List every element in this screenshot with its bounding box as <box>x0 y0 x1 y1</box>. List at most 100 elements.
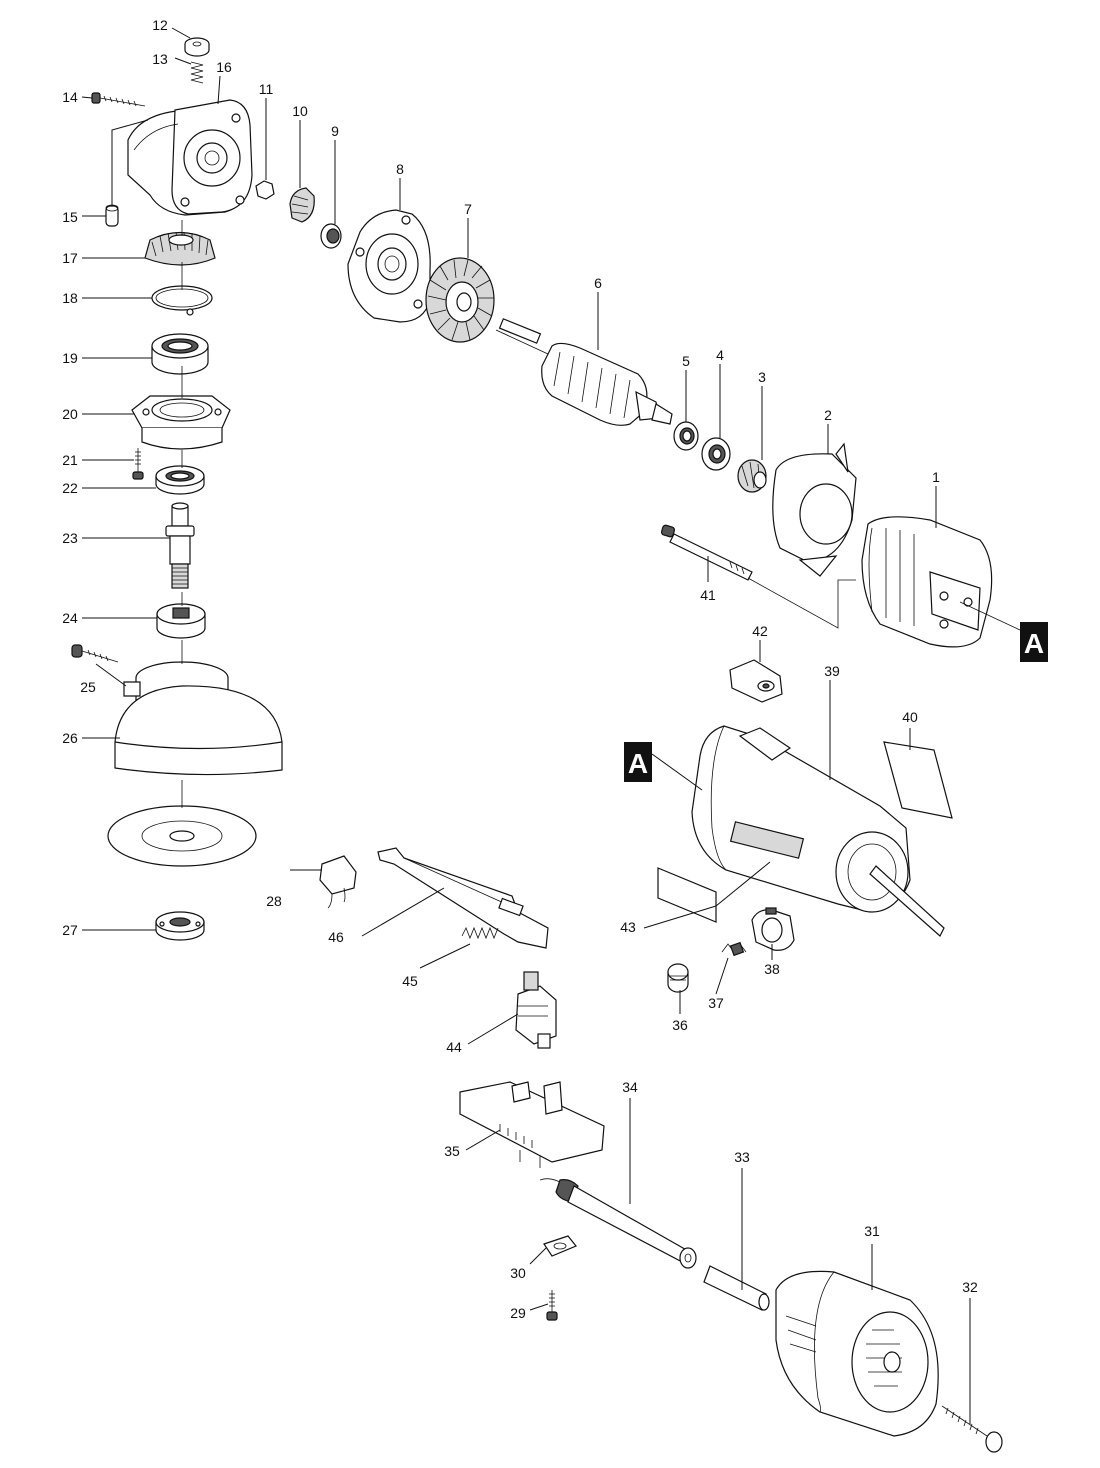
callout-42: 42 <box>752 623 768 639</box>
part-30-cord-clamp <box>543 1235 577 1257</box>
callout-15: 15 <box>62 209 78 225</box>
part-11-nut <box>255 180 275 200</box>
part-39-motor-housing <box>691 725 945 937</box>
part-33-cord-guard <box>703 1265 770 1311</box>
callout-21: 21 <box>62 452 78 468</box>
callout-39: 39 <box>824 663 840 679</box>
part-7-fan <box>425 257 495 343</box>
callout-34: 34 <box>622 1079 638 1095</box>
callout-18: 18 <box>62 290 78 306</box>
part-26-wheel-guard <box>114 661 283 776</box>
reference-mark-a-right: A <box>1020 622 1048 662</box>
callout-17: 17 <box>62 250 78 266</box>
part-44-switch <box>515 971 557 1049</box>
part-14-screw <box>91 92 146 107</box>
callout-32: 32 <box>962 1279 978 1295</box>
callout-9: 9 <box>331 123 339 139</box>
part-46-switch-lever <box>377 847 549 949</box>
callout-25: 25 <box>80 679 96 695</box>
callout-5: 5 <box>682 353 690 369</box>
callout-3: 3 <box>758 369 766 385</box>
callout-19: 19 <box>62 350 78 366</box>
part-6-armature <box>495 318 673 426</box>
part-29-screw <box>546 1290 558 1321</box>
callout-4: 4 <box>716 347 724 363</box>
callout-12: 12 <box>152 17 168 33</box>
part-9-bearing <box>320 223 342 249</box>
callout-16: 16 <box>216 59 232 75</box>
part-8-bearing-retainer <box>347 209 431 323</box>
part-18-retaining-ring <box>151 285 213 316</box>
part-5-bearing <box>673 421 699 451</box>
callout-7: 7 <box>464 201 472 217</box>
callout-37: 37 <box>708 995 724 1011</box>
part-36-brush-holder-cap <box>667 963 689 993</box>
callout-27: 27 <box>62 922 78 938</box>
part-43-label <box>657 867 717 923</box>
part-21-screw <box>132 448 144 480</box>
part-23-spindle <box>165 502 195 589</box>
part-24-inner-flange <box>156 603 206 639</box>
callout-13: 13 <box>152 51 168 67</box>
part-28-noise-suppressor <box>319 855 357 909</box>
part-37-carbon-brush <box>721 941 747 957</box>
part-41-tie-bolt <box>660 524 753 581</box>
callout-45: 45 <box>402 973 418 989</box>
callout-36: 36 <box>672 1017 688 1033</box>
part-45-compression-spring <box>461 926 499 940</box>
callout-8: 8 <box>396 161 404 177</box>
callout-38: 38 <box>764 961 780 977</box>
callout-46: 46 <box>328 929 344 945</box>
part-16-gear-housing <box>127 99 253 216</box>
callout-41: 41 <box>700 587 716 603</box>
callout-23: 23 <box>62 530 78 546</box>
callout-26: 26 <box>62 730 78 746</box>
part-27-lock-nut <box>155 911 205 941</box>
reference-mark-a-left-label: A <box>628 748 648 779</box>
grinding-wheel <box>107 805 257 867</box>
part-40-name-plate <box>883 741 953 819</box>
part-4-bearing <box>701 437 731 471</box>
part-2-baffle-plate <box>772 442 857 577</box>
callout-20: 20 <box>62 406 78 422</box>
callout-40: 40 <box>902 709 918 725</box>
callout-11: 11 <box>259 81 274 97</box>
reference-mark-a-right-label: A <box>1024 628 1044 659</box>
part-3-insulation-washer <box>737 459 767 493</box>
part-38-brush-holder <box>751 907 795 951</box>
part-35-terminal-block <box>459 1081 605 1168</box>
callout-30: 30 <box>510 1265 526 1281</box>
callout-2: 2 <box>824 407 832 423</box>
callout-14: 14 <box>62 89 78 105</box>
part-31-rear-cover <box>775 1270 939 1437</box>
callout-35: 35 <box>444 1143 460 1159</box>
part-32-tapping-screw <box>941 1405 1003 1453</box>
part-12-rubber-pin <box>184 37 210 57</box>
part-1-field <box>861 516 993 648</box>
callout-31: 31 <box>864 1223 880 1239</box>
part-17-spiral-bevel-gear <box>144 231 216 266</box>
callout-6: 6 <box>594 275 602 291</box>
part-10-pinion-gear <box>289 187 315 223</box>
link-line-41 <box>747 577 856 629</box>
part-34-strain-relief <box>539 1178 697 1269</box>
part-42-switch-plate <box>729 659 783 703</box>
part-19-ball-bearing <box>151 333 209 375</box>
reference-mark-a-left: A <box>624 742 652 782</box>
part-25-bolt <box>71 644 119 663</box>
callout-1: 1 <box>932 469 940 485</box>
callout-43: 43 <box>620 919 636 935</box>
part-15-pin <box>105 204 119 227</box>
part-20-bearing-box <box>131 395 231 450</box>
callout-10: 10 <box>292 103 308 119</box>
callout-44: 44 <box>446 1039 462 1055</box>
part-22-bearing <box>155 465 205 495</box>
callout-29: 29 <box>510 1305 526 1321</box>
callout-24: 24 <box>62 610 78 626</box>
link-line-a-right <box>959 601 1021 631</box>
callout-22: 22 <box>62 480 78 496</box>
callout-28: 28 <box>266 893 282 909</box>
part-13-spring <box>190 61 204 84</box>
callout-33: 33 <box>734 1149 750 1165</box>
